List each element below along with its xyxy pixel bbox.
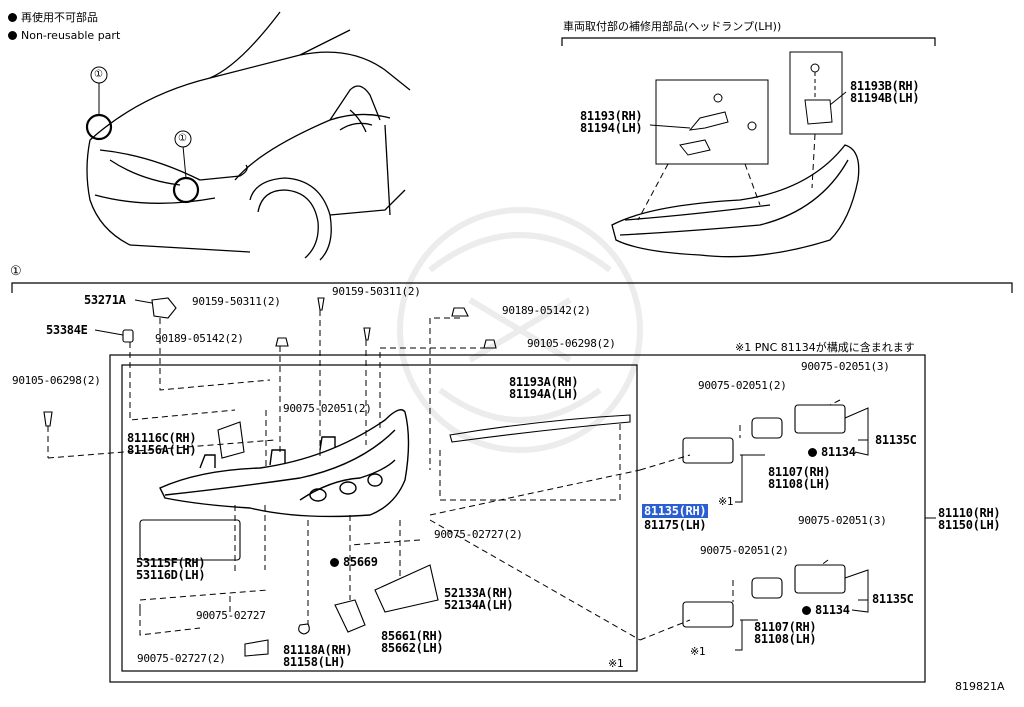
part-90075-02727-bottom[interactable]: 90075-02727(2) <box>137 652 226 665</box>
part-81135c-a[interactable]: 81135C <box>875 433 917 447</box>
part-81156a-lh[interactable]: 81156A(LH) <box>127 443 197 457</box>
kit-box-a <box>655 79 769 165</box>
part-81193b-rh[interactable]: 81193B(RH) <box>850 79 920 93</box>
part-90075-02051-3-b[interactable]: 90075-02051(3) <box>798 514 887 527</box>
part-81175-lh[interactable]: 81175(LH) <box>644 518 707 532</box>
part-81193a-rh[interactable]: 81193A(RH) <box>509 375 579 389</box>
part-81135-rh[interactable]: 81135(RH) <box>642 504 709 518</box>
callout-1-main: ① <box>10 264 22 279</box>
part-53271a[interactable]: 53271A <box>84 293 126 307</box>
figure-id: 819821A <box>955 680 1005 693</box>
small-parts <box>43 297 846 657</box>
part-81135c-b[interactable]: 81135C <box>872 592 914 606</box>
part-90075-02051-top[interactable]: 90075-02051(2) <box>283 402 372 415</box>
part-52134a-lh[interactable]: 52134A(LH) <box>444 598 514 612</box>
part-81194-lh[interactable]: 81194(LH) <box>580 121 643 135</box>
part-90105-06298-left[interactable]: 90105-06298(2) <box>12 374 101 387</box>
repair-kit-title: 車両取付部の補修用部品(ヘッドランプ(LH)) <box>563 20 782 33</box>
headlamp-housing-sketch <box>159 409 410 518</box>
part-90075-02727-single[interactable]: 90075-02727 <box>196 609 266 622</box>
kit-leaders <box>637 133 816 221</box>
part-90075-02051-a[interactable]: 90075-02051(2) <box>698 379 787 392</box>
callout-1-car-front[interactable]: ① <box>94 69 103 80</box>
leader-lines <box>47 310 841 641</box>
non-reusable-mark-icon <box>330 558 339 567</box>
part-81107-rh-b[interactable]: 81107(RH) <box>754 620 817 634</box>
part-90189-05142-a[interactable]: 90189-05142(2) <box>155 332 244 345</box>
kit-box-b <box>789 51 843 135</box>
part-81108-lh-b[interactable]: 81108(LH) <box>754 632 817 646</box>
part-81118a-rh[interactable]: 81118A(RH) <box>283 643 353 657</box>
part-53116d-lh[interactable]: 53116D(LH) <box>136 568 206 582</box>
callout-ring-side <box>172 176 200 204</box>
part-52133a-rh[interactable]: 52133A(RH) <box>444 586 514 600</box>
part-81194b-lh[interactable]: 81194B(LH) <box>850 91 920 105</box>
part-90075-02051-3-a[interactable]: 90075-02051(3) <box>801 360 890 373</box>
note-pnc: ※1 PNC 81134が構成に含まれます <box>735 341 915 354</box>
bullet-icon <box>8 31 17 40</box>
part-81134-b[interactable]: 81134 <box>802 604 850 616</box>
solid-leaders <box>94 91 869 651</box>
part-90189-05142-b[interactable]: 90189-05142(2) <box>502 304 591 317</box>
part-85669[interactable]: 85669 <box>330 556 378 568</box>
mark-b: ※1 <box>690 645 706 658</box>
part-81135-rh-highlight[interactable]: 81135(RH) <box>642 504 709 518</box>
part-81193-rh[interactable]: 81193(RH) <box>580 109 643 123</box>
part-90159-50311-a[interactable]: 90159-50311(2) <box>192 295 281 308</box>
part-90105-06298-right[interactable]: 90105-06298(2) <box>527 337 616 350</box>
repair-kit-bracket <box>561 37 936 46</box>
part-81150-lh[interactable]: 81150(LH) <box>938 518 1001 532</box>
legend-en: Non-reusable part <box>8 30 120 42</box>
bullet-icon <box>8 13 17 22</box>
mark-a: ※1 <box>718 495 734 508</box>
part-85662-lh[interactable]: 85662(LH) <box>381 641 444 655</box>
part-81108-lh-a[interactable]: 81108(LH) <box>768 477 831 491</box>
kit-hardware <box>679 63 833 156</box>
part-90159-50311-b[interactable]: 90159-50311(2) <box>332 285 421 298</box>
legend-jp: 再使用不可部品 <box>8 12 98 24</box>
mark-inner-box: ※1 <box>608 657 624 670</box>
part-53115f-rh[interactable]: 53115F(RH) <box>136 556 206 570</box>
part-81116c-rh[interactable]: 81116C(RH) <box>127 431 197 445</box>
part-90075-02051-b[interactable]: 90075-02051(2) <box>700 544 789 557</box>
car-sketch <box>86 11 411 261</box>
part-81158-lh[interactable]: 81158(LH) <box>283 655 346 669</box>
part-81107-rh-a[interactable]: 81107(RH) <box>768 465 831 479</box>
main-bracket <box>11 282 1013 293</box>
non-reusable-mark-icon <box>802 606 811 615</box>
callout-ring-front <box>85 113 113 141</box>
watermark-emblem <box>397 207 643 453</box>
part-81134-a[interactable]: 81134 <box>808 446 856 458</box>
headlamp-lh-sketch <box>611 144 860 258</box>
part-81110-rh[interactable]: 81110(RH) <box>938 506 1001 520</box>
part-90075-02727-right[interactable]: 90075-02727(2) <box>434 528 523 541</box>
callout-1-car-side[interactable]: ① <box>178 133 187 144</box>
non-reusable-mark-icon <box>808 448 817 457</box>
part-53384e[interactable]: 53384E <box>46 323 88 337</box>
part-81194a-lh[interactable]: 81194A(LH) <box>509 387 579 401</box>
part-85661-rh[interactable]: 85661(RH) <box>381 629 444 643</box>
